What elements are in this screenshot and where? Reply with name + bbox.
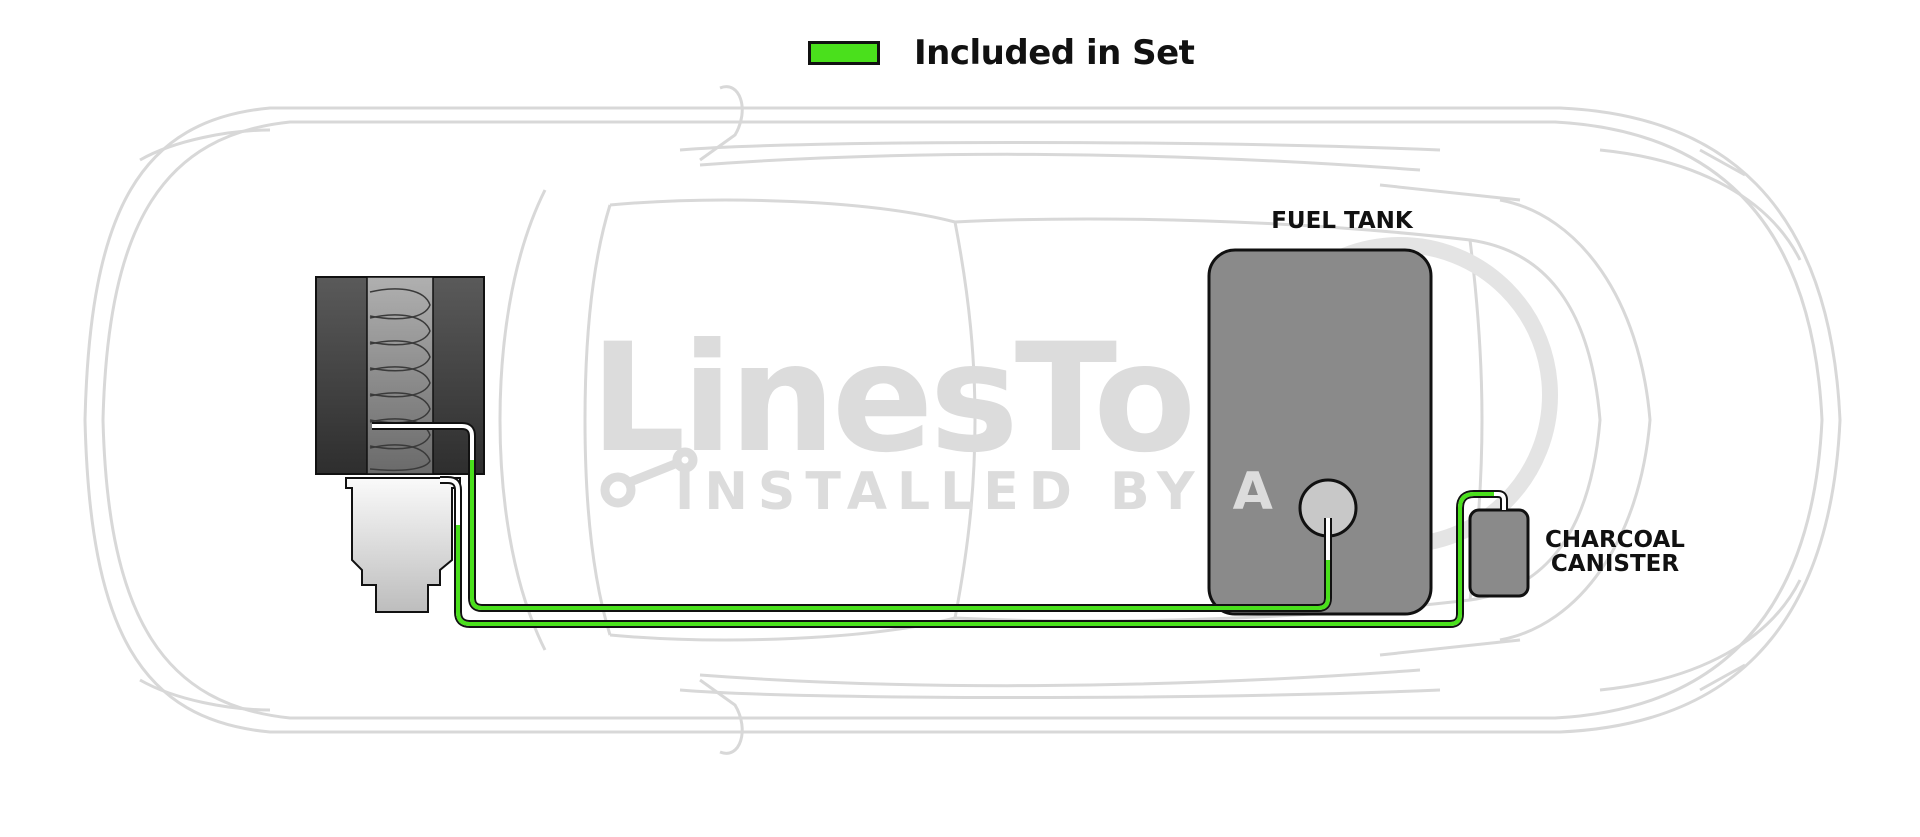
charcoal-canister-label-line1: CHARCOAL [1545,527,1685,553]
car-outline [83,85,1842,755]
fuel-tank [1207,248,1433,616]
legend-label: Included in Set [914,33,1195,73]
legend: Included in Set [808,33,1195,73]
legend-swatch [808,41,880,65]
charcoal-canister [1468,508,1530,598]
watermark-tagline: INSTALLED BY A [675,462,1283,522]
fuel-line-evap [440,476,1508,628]
engine [315,276,485,613]
wrench-icon [600,447,698,508]
charcoal-canister-label: CHARCOAL CANISTER [1540,528,1690,576]
fuel-line-supply [372,422,1332,612]
charcoal-canister-label-line2: CANISTER [1550,551,1680,577]
fuel-tank-label: FUEL TANK [1271,208,1413,234]
watermark-logo-text: LinesTo [590,312,1196,486]
